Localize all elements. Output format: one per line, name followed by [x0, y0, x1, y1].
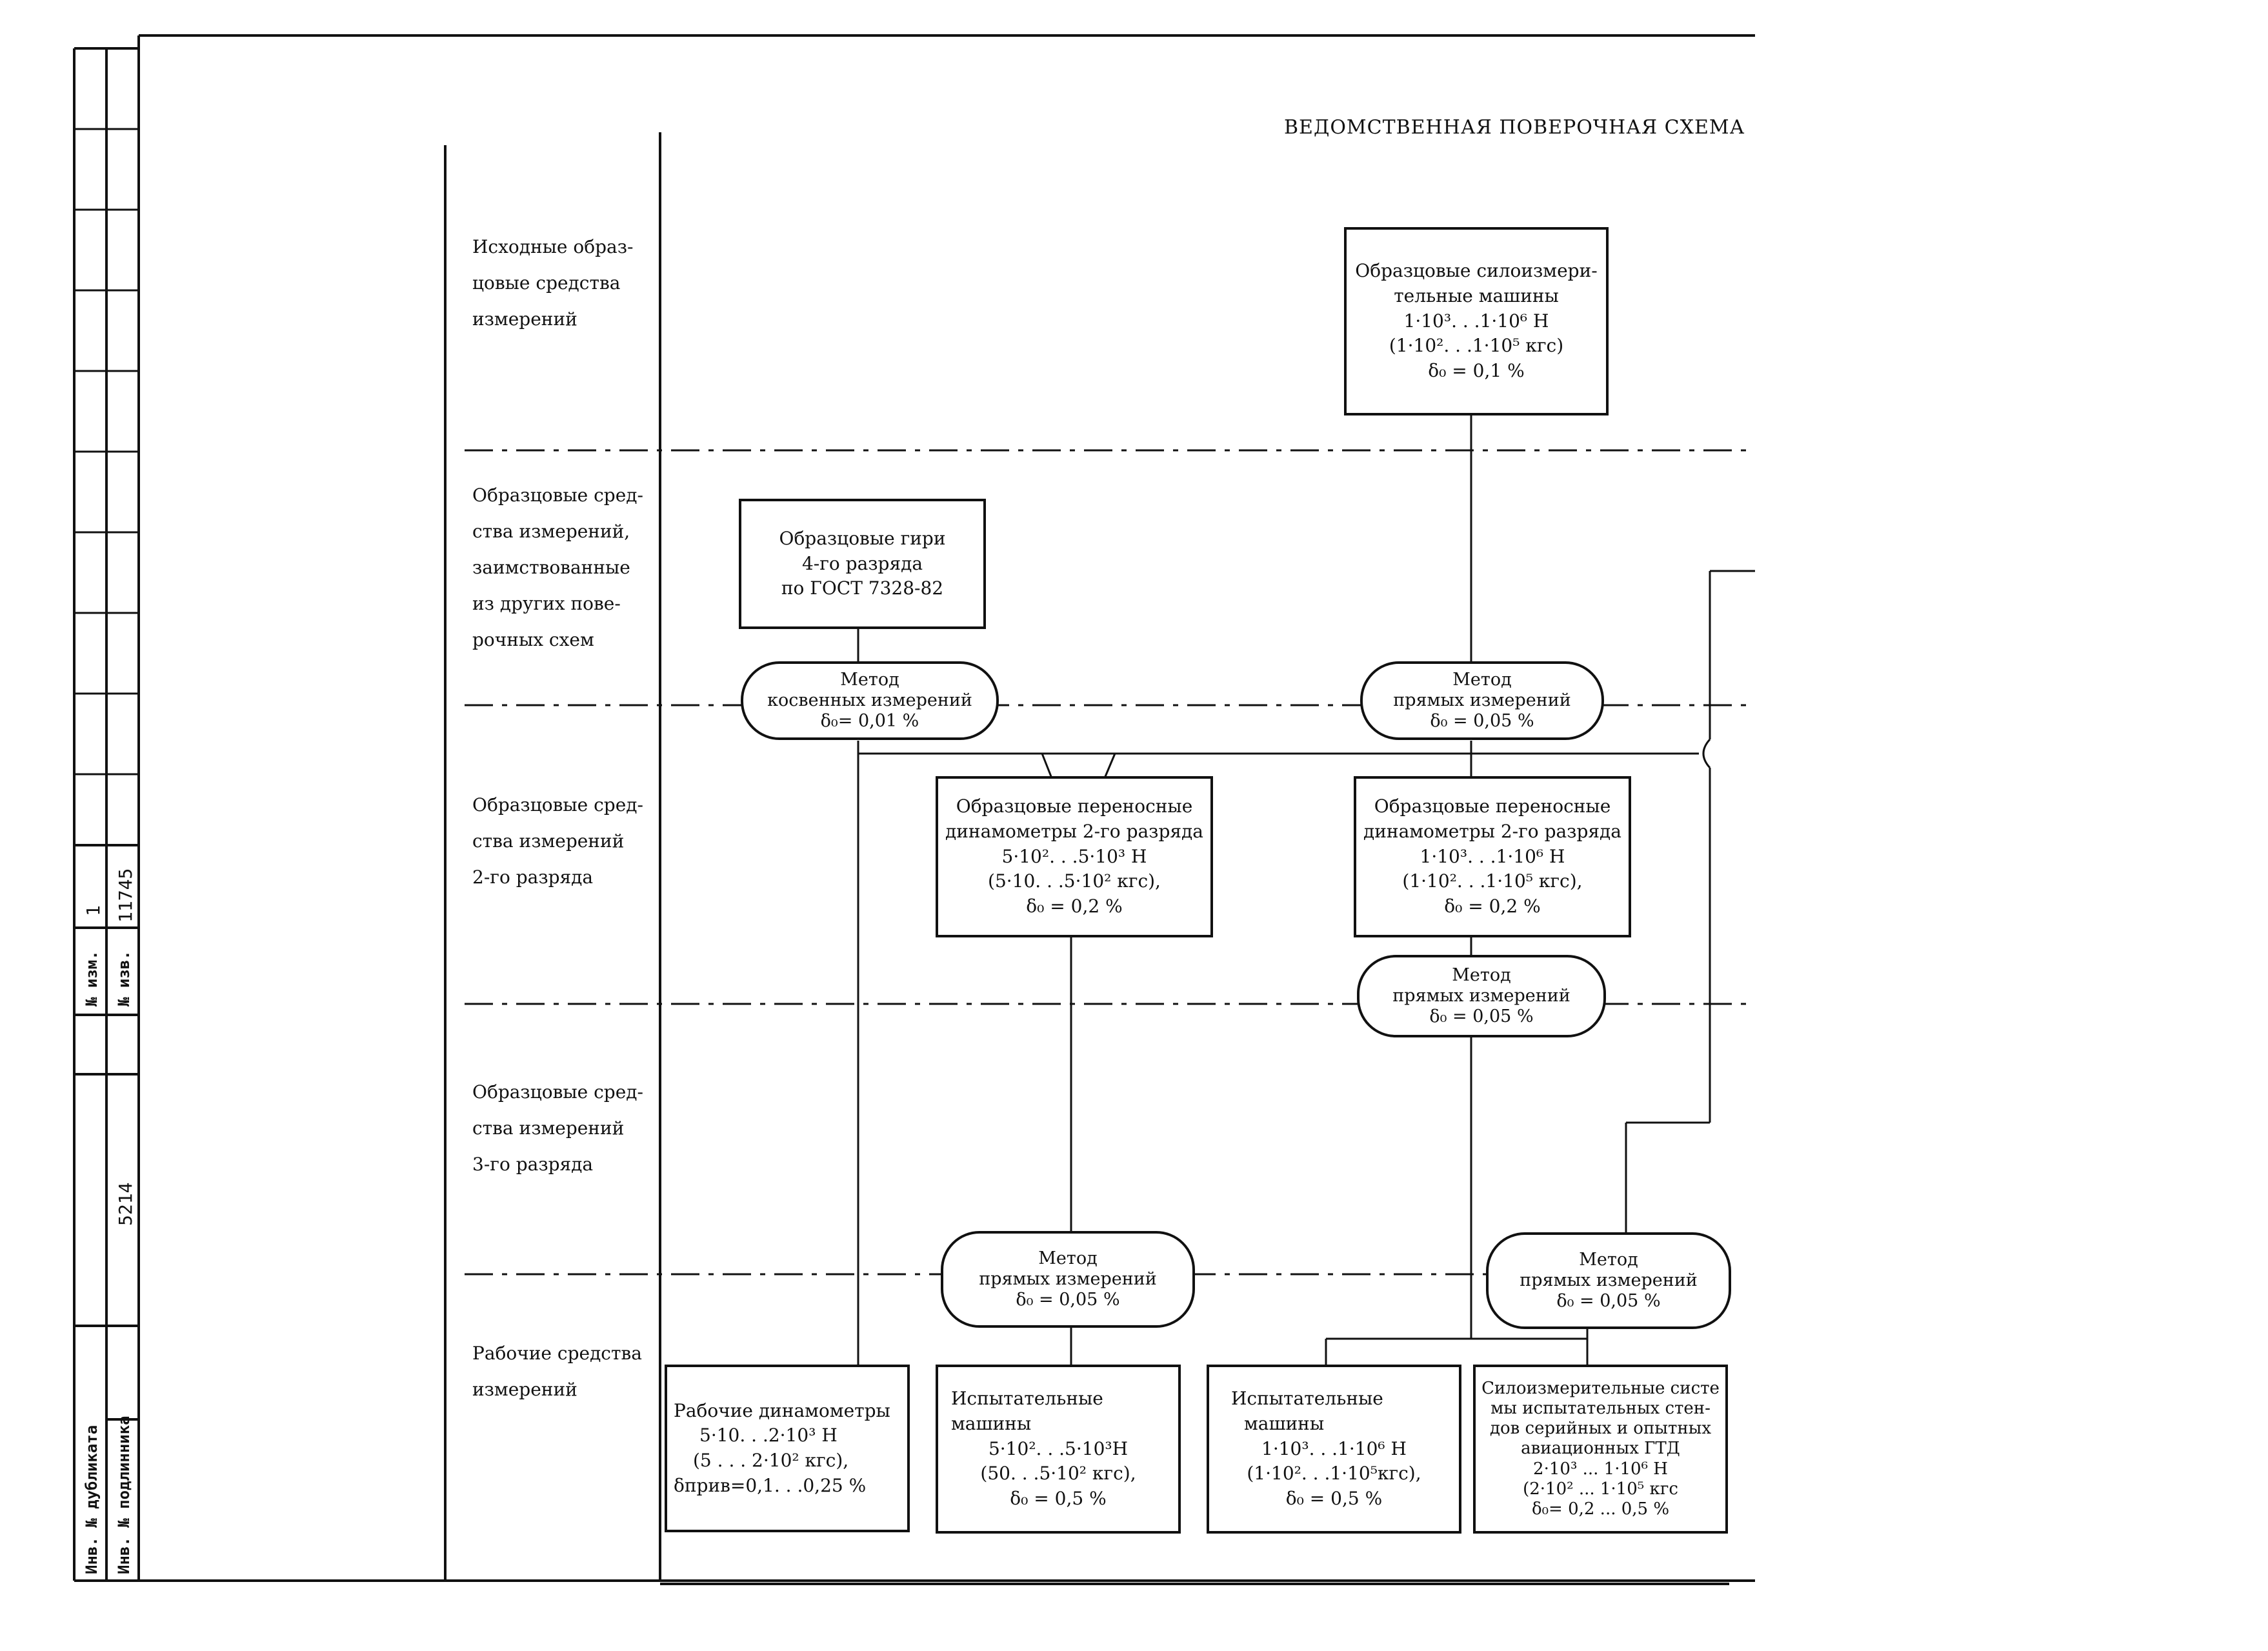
box-test-machines-1: Испытательные машины 5·10². . .5·10³Н (5…	[936, 1365, 1181, 1534]
stamp-duplicate-label: Инв. № дубликата	[83, 1425, 101, 1574]
stamp-original-label: Инв. № подлинника	[115, 1416, 133, 1574]
level-label-grade2: Образцовые сред- ства измерений 2-го раз…	[472, 794, 643, 888]
box-force-measuring-systems: Силоизмерительные систе мы испытательных…	[1473, 1365, 1728, 1534]
method-direct-middle: Метод прямых измерений δ₀ = 0,05 %	[1357, 955, 1606, 1037]
level-label-grade3: Образцовые сред- ства измерений 3-го раз…	[472, 1081, 643, 1175]
box-working-dynamometers: Рабочие динамометры 5·10. . .2·10³ Н (5 …	[665, 1365, 910, 1532]
level-label-source: Исходные образ- цовые средства измерений	[472, 236, 634, 330]
method-direct-bottom-right: Метод прямых измерений δ₀ = 0,05 %	[1486, 1232, 1731, 1329]
box-dynamometers-2-left: Образцовые переносные динамометры 2-го р…	[936, 776, 1213, 937]
stamp-izm-label: № изм.	[83, 950, 101, 1006]
level-label-borrowed: Образцовые сред- ства измерений, заимств…	[472, 485, 643, 650]
stamp-izm-value: 1	[83, 905, 104, 916]
stamp-izv-value: 11745	[115, 868, 136, 923]
method-direct-bottom-left: Метод прямых измерений δ₀ = 0,05 %	[941, 1231, 1195, 1328]
stamp-izv-label: № изв.	[115, 950, 133, 1006]
level-label-working: Рабочие средства измерений	[472, 1343, 642, 1400]
schema-title: ВЕДОМСТВЕННАЯ ПОВЕРОЧНАЯ СХЕМА	[1284, 116, 1745, 139]
box-weights: Образцовые гири 4-го разряда по ГОСТ 732…	[739, 499, 986, 629]
method-indirect: Метод косвенных измерений δ₀= 0,01 %	[741, 661, 999, 740]
box-test-machines-2: Испытательные машины 1·10³. . .1·10⁶ Н (…	[1207, 1365, 1461, 1534]
method-direct-top: Метод прямых измерений δ₀ = 0,05 %	[1360, 661, 1604, 740]
box-dynamometers-2-right: Образцовые переносные динамометры 2-го р…	[1354, 776, 1631, 937]
stamp-duplicate-value: 5214	[115, 1182, 136, 1226]
box-source-machines: Образцовые силоизмери- тельные машины 1·…	[1344, 227, 1609, 415]
